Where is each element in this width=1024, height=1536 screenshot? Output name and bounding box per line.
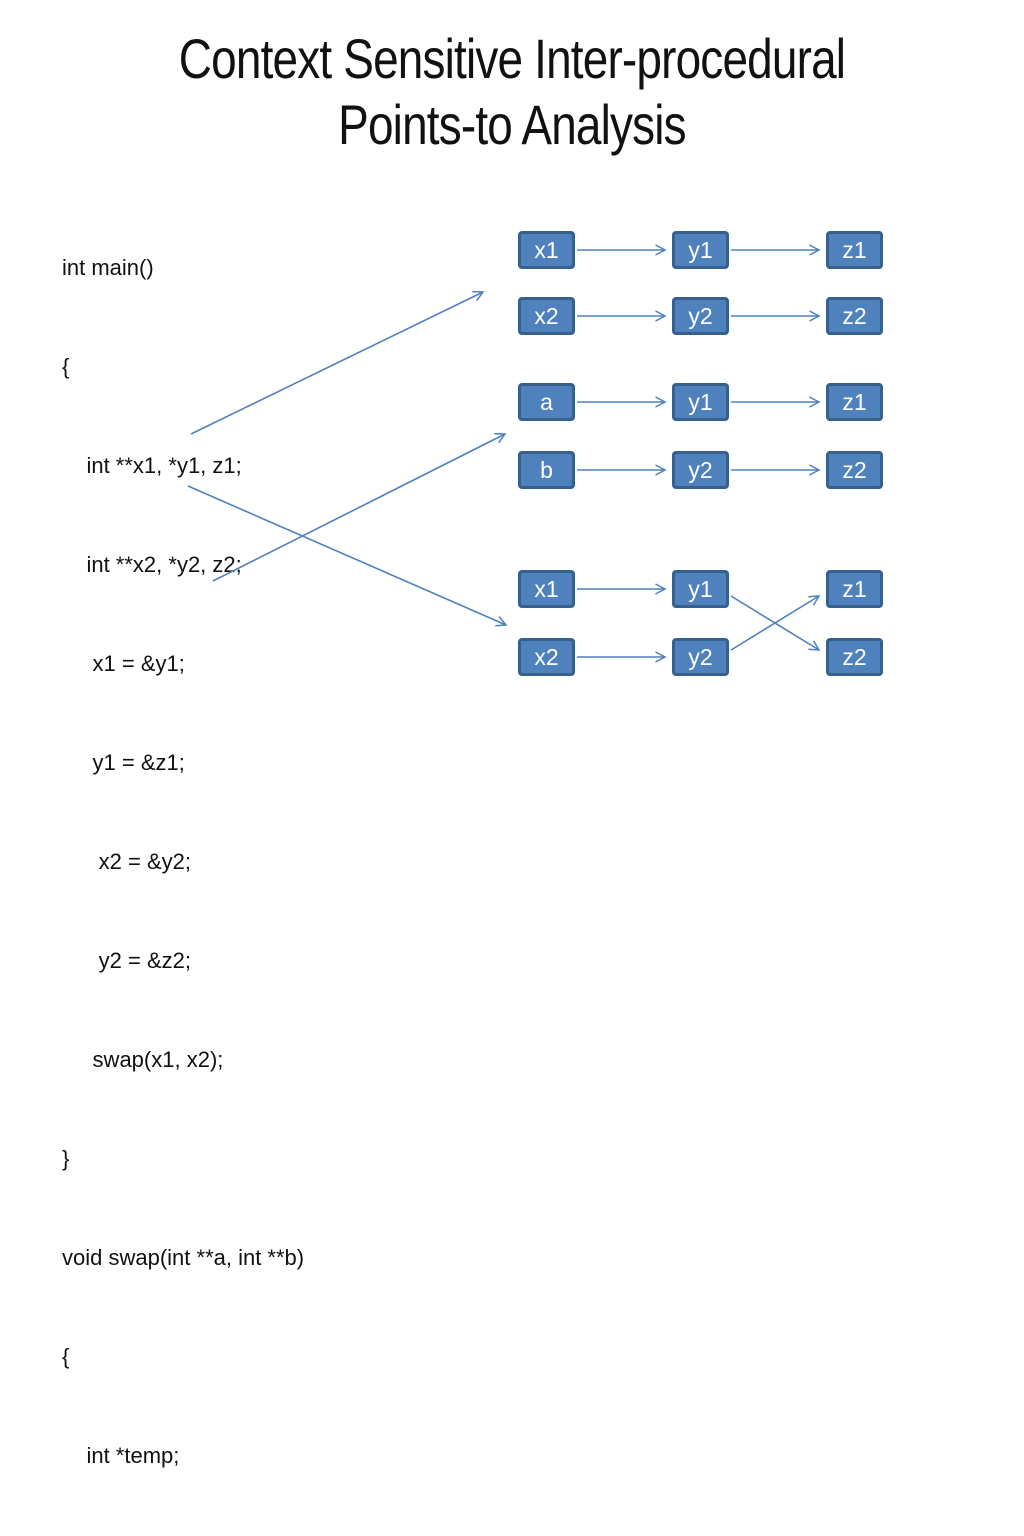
code-line: y2 = &z2; xyxy=(62,948,192,973)
code-line: } xyxy=(62,1146,70,1171)
code-line: int *temp; xyxy=(62,1443,180,1468)
arrow-ctx3-y2-z1 xyxy=(730,595,821,651)
code-line: x2 = &y2; xyxy=(62,849,192,874)
node-box-z1-ctx2: z1 xyxy=(826,383,883,421)
node-box-b-ctx2: b xyxy=(518,451,575,489)
node-box-z1-ctx3: z1 xyxy=(826,570,883,608)
node-box-x2-ctx3: x2 xyxy=(518,638,575,676)
node-box-x2-ctx1: x2 xyxy=(518,297,575,335)
node-box-y1-ctx2: y1 xyxy=(672,383,729,421)
code-line: void swap(int **a, int **b) xyxy=(62,1245,305,1270)
node-box-x1-ctx3: x1 xyxy=(518,570,575,608)
code-line: y1 = &z1; xyxy=(62,750,185,775)
node-box-z2-ctx1: z2 xyxy=(826,297,883,335)
node-box-y2-ctx1: y2 xyxy=(672,297,729,335)
code-line: swap(x1, x2); xyxy=(62,1047,224,1072)
node-box-z2-ctx2: z2 xyxy=(826,451,883,489)
code-line: x1 = &y1; xyxy=(62,651,185,676)
node-box-y1-ctx1: y1 xyxy=(672,231,729,269)
node-box-z2-ctx3: z2 xyxy=(826,638,883,676)
code-line: { xyxy=(62,1344,70,1369)
code-block: int main() { int **x1, *y1, z1; int **x2… xyxy=(62,185,304,1536)
node-box-y2-ctx3: y2 xyxy=(672,638,729,676)
arrow-ctx3-y1-z2 xyxy=(730,595,821,651)
node-box-x1-ctx1: x1 xyxy=(518,231,575,269)
code-line: { xyxy=(62,354,70,379)
node-box-y1-ctx3: y1 xyxy=(672,570,729,608)
code-line: int **x2, *y2, z2; xyxy=(62,552,242,577)
node-box-a-ctx2: a xyxy=(518,383,575,421)
title-line-1: Context Sensitive Inter-procedural xyxy=(178,27,846,90)
node-box-y2-ctx2: y2 xyxy=(672,451,729,489)
node-box-z1-ctx1: z1 xyxy=(826,231,883,269)
code-line: int **x1, *y1, z1; xyxy=(62,453,242,478)
code-line: int main() xyxy=(62,255,154,280)
title-line-2: Points-to Analysis xyxy=(338,93,686,156)
